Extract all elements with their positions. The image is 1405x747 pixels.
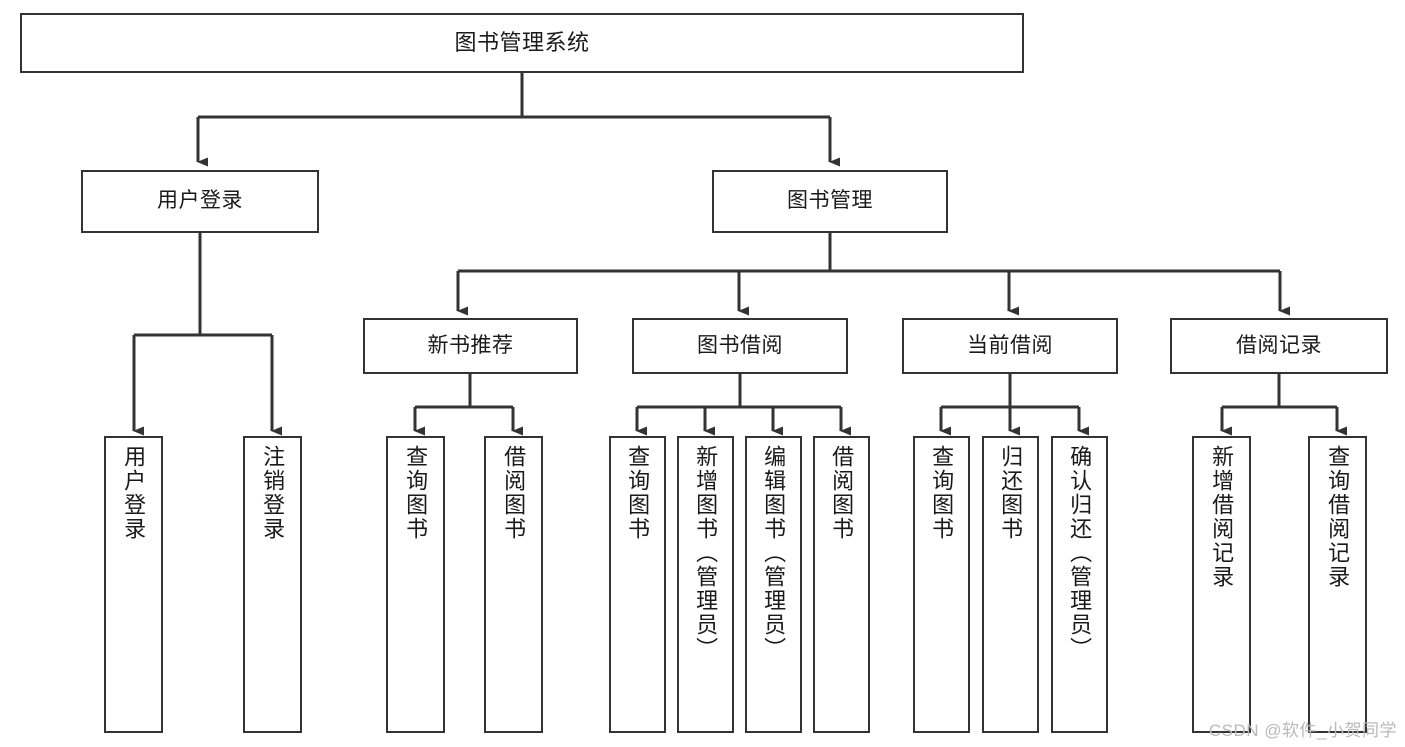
node-book-management[interactable]: 图书管理 [712,170,948,233]
node-leaf-query-book-3-label: 查询图书 [929,445,955,541]
csdn-watermark: CSDN @软件_小贺同学 [1208,721,1397,740]
node-leaf-add-book[interactable]: 新增图书（管理员） [677,436,734,733]
node-borrow-record[interactable]: 借阅记录 [1170,318,1388,374]
node-current-borrow-label: 当前借阅 [967,333,1053,357]
node-book-management-label: 图书管理 [787,189,873,213]
node-leaf-query-book-2[interactable]: 查询图书 [609,436,666,733]
node-user-login-label: 用户登录 [157,189,243,213]
node-book-borrow-label: 图书借阅 [697,333,783,357]
node-leaf-user-login-label: 用户登录 [121,445,147,541]
node-leaf-logout-login-label: 注销登录 [260,445,286,541]
node-leaf-query-book-2-label: 查询图书 [625,445,651,541]
node-user-login[interactable]: 用户登录 [81,170,319,233]
node-new-book-recommend-label: 新书推荐 [427,333,514,357]
node-leaf-query-book-1[interactable]: 查询图书 [386,436,445,733]
node-book-borrow[interactable]: 图书借阅 [632,318,848,374]
node-leaf-confirm-return[interactable]: 确认归还（管理员） [1051,436,1108,733]
node-leaf-query-record[interactable]: 查询借阅记录 [1308,436,1367,733]
node-borrow-record-label: 借阅记录 [1236,333,1322,357]
node-leaf-add-record-label: 新增借阅记录 [1209,445,1235,589]
node-leaf-confirm-return-label: 确认归还（管理员） [1067,445,1093,661]
node-leaf-add-record[interactable]: 新增借阅记录 [1192,436,1251,733]
node-leaf-borrow-book-2-label: 借阅图书 [829,445,855,541]
node-current-borrow[interactable]: 当前借阅 [902,318,1118,374]
node-new-book-recommend[interactable]: 新书推荐 [363,318,578,374]
node-leaf-query-book-3[interactable]: 查询图书 [913,436,970,733]
node-leaf-borrow-book-2[interactable]: 借阅图书 [813,436,870,733]
node-leaf-logout-login[interactable]: 注销登录 [243,436,302,733]
node-leaf-borrow-book-1[interactable]: 借阅图书 [484,436,543,733]
node-root-label: 图书管理系统 [454,30,590,56]
node-leaf-borrow-book-1-label: 借阅图书 [501,445,527,541]
node-leaf-user-login[interactable]: 用户登录 [104,436,163,733]
node-leaf-edit-book-label: 编辑图书（管理员） [761,445,787,661]
node-leaf-return-book[interactable]: 归还图书 [982,436,1039,733]
node-leaf-edit-book[interactable]: 编辑图书（管理员） [745,436,802,733]
node-leaf-return-book-label: 归还图书 [998,445,1024,541]
node-leaf-query-book-1-label: 查询图书 [403,445,429,541]
node-root[interactable]: 图书管理系统 [20,13,1024,73]
node-leaf-query-record-label: 查询借阅记录 [1325,445,1351,589]
node-leaf-add-book-label: 新增图书（管理员） [693,445,719,661]
